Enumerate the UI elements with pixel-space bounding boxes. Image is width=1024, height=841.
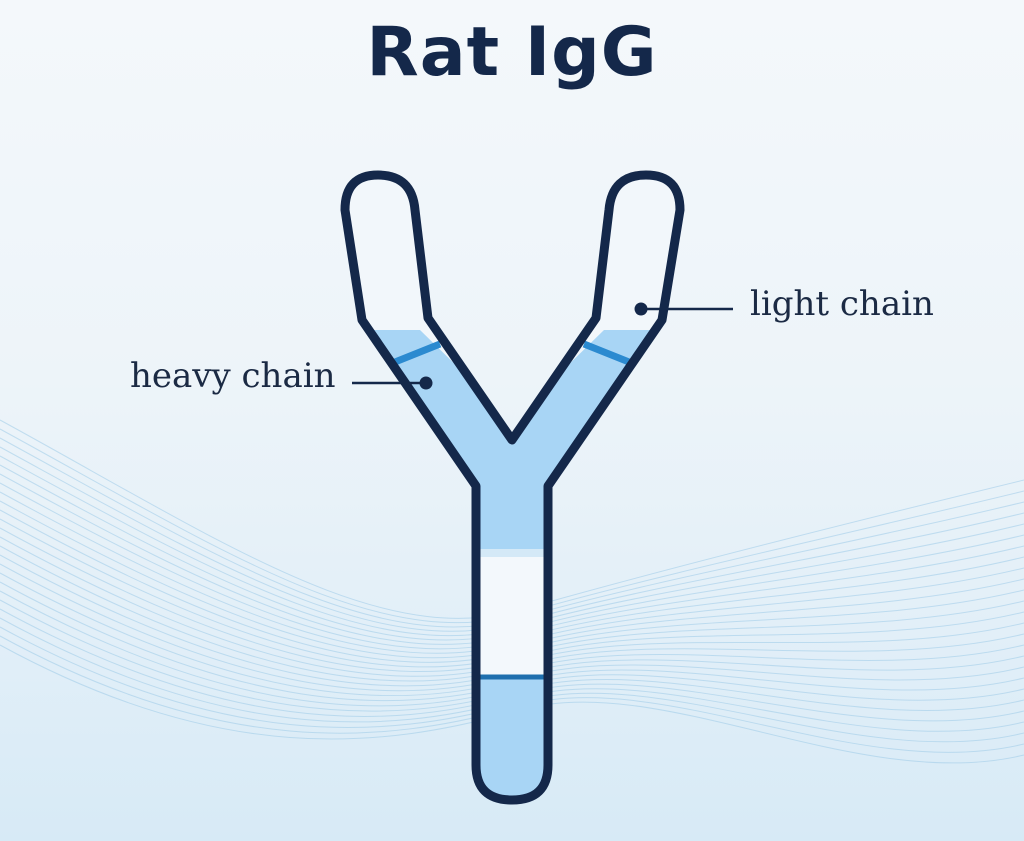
right-arm-band xyxy=(582,340,631,366)
antibody-fill xyxy=(345,175,680,800)
antibody-outline xyxy=(340,170,685,805)
heavy-chain-label: heavy chain xyxy=(130,356,336,396)
left-arm-band xyxy=(393,340,442,366)
light-chain-callout: light chain xyxy=(634,284,934,324)
hinge-region xyxy=(470,552,554,676)
light-chain-label: light chain xyxy=(750,284,934,324)
light-chain-dot xyxy=(634,302,648,316)
page-title: Rat IgG xyxy=(366,13,657,92)
heavy-chain-callout: heavy chain xyxy=(130,356,433,396)
heavy-chain-dot xyxy=(419,376,433,390)
fc-region xyxy=(470,676,554,800)
